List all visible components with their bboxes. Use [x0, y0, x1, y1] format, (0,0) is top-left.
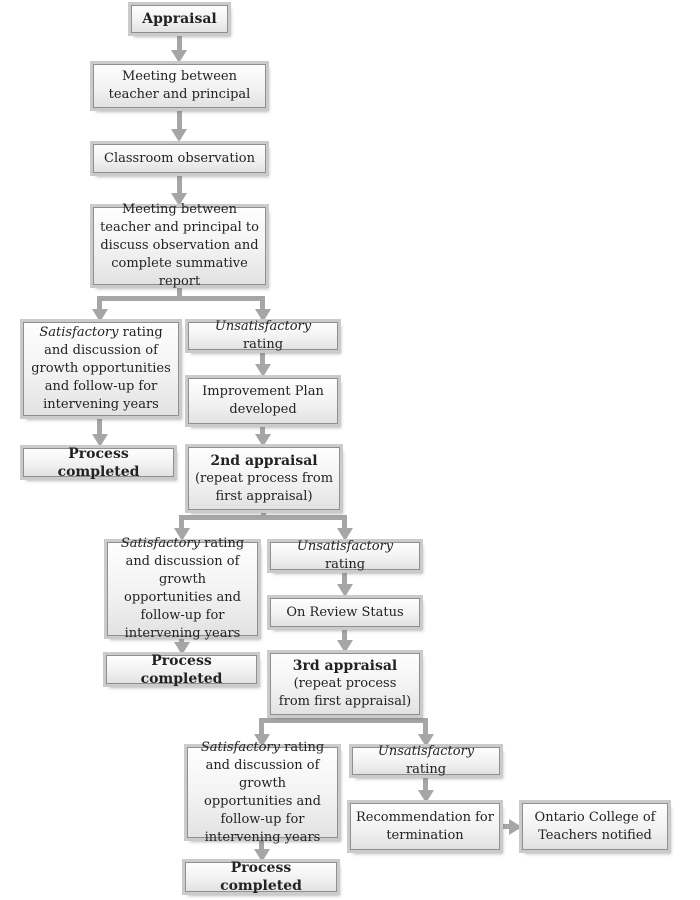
node-meeting-summative-label: Meeting between teacher and principal to…	[100, 202, 259, 289]
node-process-completed-1: Process completed	[23, 446, 174, 480]
node-on-review-status: On Review Status	[270, 598, 420, 627]
arrowhead-down-icon	[171, 193, 187, 206]
connector-line	[342, 627, 347, 641]
node-satisfactory-1-italic: Satisfactory	[39, 325, 119, 340]
connector-line	[423, 718, 428, 735]
connector-line	[260, 296, 265, 310]
node-unsatisfactory-1-italic: Unsatisfactory	[214, 319, 312, 334]
connector-line	[177, 33, 182, 50]
node-appraisal: Appraisal	[131, 5, 228, 33]
node-satisfactory-3: Satisfactory rating and discussion of gr…	[187, 740, 338, 845]
connector-line	[179, 636, 184, 643]
node-unsatisfactory-1: Unsatisfactory rating	[188, 319, 338, 352]
node-third-appraisal-title: 3rd appraisal	[292, 658, 398, 674]
node-appraisal-label: Appraisal	[142, 11, 217, 27]
node-satisfactory-1-label: Satisfactory rating and discussion of gr…	[29, 324, 173, 414]
node-unsatisfactory-2-rest: rating	[324, 557, 366, 572]
node-unsatisfactory-1-rest: rating	[242, 337, 284, 352]
arrowhead-right-icon	[509, 819, 522, 835]
node-satisfactory-2: Satisfactory rating and discussion of gr…	[107, 536, 258, 641]
node-second-appraisal: 2nd appraisal (repeat process from first…	[188, 447, 340, 510]
arrowhead-down-icon	[92, 434, 108, 447]
node-satisfactory-3-label: Satisfactory rating and discussion of gr…	[193, 739, 332, 847]
connector-line	[177, 108, 182, 129]
connector-line	[259, 838, 264, 850]
node-process-completed-2: Process completed	[106, 653, 257, 687]
node-process-completed-3-label: Process completed	[220, 860, 302, 894]
node-unsatisfactory-2-label: Unsatisfactory rating	[276, 538, 414, 574]
node-recommendation-termination-label: Recommendation for termination	[356, 809, 494, 843]
node-satisfactory-3-italic: Satisfactory	[200, 739, 280, 755]
connector-line	[500, 824, 510, 829]
node-unsatisfactory-3-italic: Unsatisfactory	[377, 744, 475, 759]
node-ontario-college-notified: Ontario College of Teachers notified	[522, 803, 668, 850]
arrowhead-down-icon	[171, 129, 187, 142]
arrowhead-down-icon	[255, 434, 271, 447]
connector-line	[179, 515, 184, 529]
connector-line	[97, 296, 265, 301]
arrowhead-down-icon	[255, 364, 271, 377]
arrowhead-down-icon	[174, 642, 190, 655]
node-second-appraisal-subtitle: (repeat process from first appraisal)	[194, 470, 334, 504]
arrowhead-down-icon	[254, 734, 270, 747]
connector-line	[423, 775, 428, 791]
connector-line	[342, 570, 347, 585]
node-unsatisfactory-2-italic: Unsatisfactory	[296, 539, 394, 554]
arrowhead-down-icon	[337, 584, 353, 597]
node-satisfactory-1: Satisfactory rating and discussion of gr…	[23, 322, 179, 416]
node-satisfactory-1-rest: rating and discussion of growth opportun…	[31, 325, 171, 412]
node-recommendation-termination: Recommendation for termination	[350, 803, 500, 850]
arrowhead-down-icon	[337, 640, 353, 653]
node-meeting-initial-label: Meeting between teacher and principal	[108, 69, 251, 102]
arrowhead-down-icon	[92, 309, 108, 322]
arrowhead-down-icon	[418, 790, 434, 803]
connector-line	[97, 416, 102, 435]
node-satisfactory-2-label: Satisfactory rating and discussion of gr…	[113, 535, 252, 643]
node-satisfactory-2-italic: Satisfactory	[120, 536, 200, 551]
node-unsatisfactory-2: Unsatisfactory rating	[270, 539, 420, 572]
node-meeting-initial: Meeting between teacher and principal	[93, 64, 266, 108]
node-unsatisfactory-3-label: Unsatisfactory rating	[358, 743, 494, 779]
node-unsatisfactory-3: Unsatisfactory rating	[352, 744, 500, 777]
arrowhead-down-icon	[255, 309, 271, 322]
node-process-completed-3: Process completed	[185, 860, 337, 894]
node-third-appraisal: 3rd appraisal (repeat process from first…	[270, 653, 420, 715]
node-classroom-observation-label: Classroom observation	[104, 150, 255, 166]
node-improvement-plan-label: Improvement Plan developed	[202, 384, 324, 417]
node-third-appraisal-subtitle: (repeat process from first appraisal)	[278, 676, 412, 709]
connector-line	[342, 515, 347, 529]
node-ontario-college-notified-label: Ontario College of Teachers notified	[534, 809, 656, 843]
connector-line	[177, 173, 182, 193]
arrowhead-down-icon	[171, 50, 187, 63]
node-unsatisfactory-1-label: Unsatisfactory rating	[194, 318, 332, 354]
node-satisfactory-2-rest: rating and discussion of growth opportun…	[124, 536, 245, 641]
node-process-completed-1-label: Process completed	[57, 445, 140, 480]
node-process-completed-2-label: Process completed	[140, 652, 223, 687]
connector-line	[260, 350, 265, 365]
node-on-review-status-label: On Review Status	[286, 604, 404, 620]
node-second-appraisal-title: 2nd appraisal	[210, 452, 318, 469]
node-satisfactory-3-rest: rating and discussion of growth opportun…	[204, 739, 325, 845]
arrowhead-down-icon	[254, 849, 270, 862]
node-meeting-summative: Meeting between teacher and principal to…	[93, 202, 266, 289]
arrowhead-down-icon	[418, 734, 434, 747]
node-unsatisfactory-3-rest: rating	[405, 762, 447, 777]
connector-line	[260, 424, 265, 435]
arrowhead-down-icon	[337, 528, 353, 541]
connector-line	[177, 285, 182, 301]
node-improvement-plan: Improvement Plan developed	[188, 378, 338, 424]
connector-line	[259, 718, 428, 723]
connector-line	[179, 515, 347, 520]
arrowhead-down-icon	[174, 528, 190, 541]
node-classroom-observation: Classroom observation	[93, 144, 266, 173]
connector-line	[259, 718, 264, 735]
connector-line	[97, 296, 102, 310]
